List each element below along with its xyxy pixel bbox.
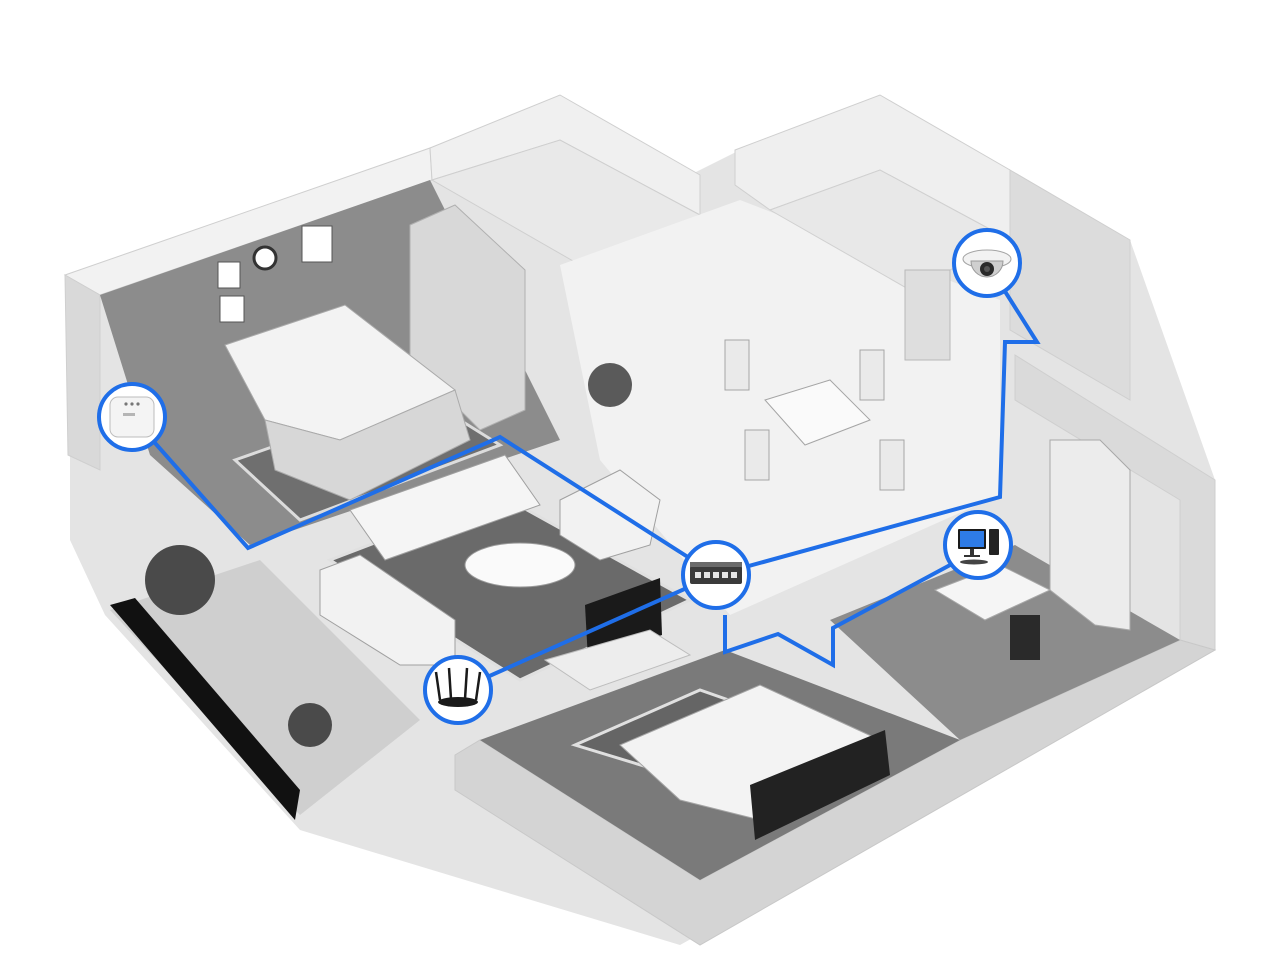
picture-frame — [301, 225, 333, 263]
dining-chair — [879, 439, 905, 491]
dome-camera-node[interactable] — [952, 228, 1022, 298]
apartment-floorplan — [63, 94, 1217, 946]
second-bed-headboard — [750, 730, 890, 840]
desktop-computer-icon — [958, 529, 999, 565]
coffee-table — [464, 542, 576, 588]
link-access-point-to-switch — [130, 415, 718, 577]
link-switch-to-desktop — [723, 548, 979, 669]
sofa-main — [349, 454, 541, 561]
network-links — [130, 261, 1041, 692]
potted-plant — [588, 363, 632, 407]
picture-frame — [217, 261, 241, 289]
dining-chair — [744, 429, 770, 481]
floor-balcony — [110, 560, 420, 815]
access-point-node[interactable] — [97, 382, 167, 452]
link-switch-to-router — [457, 573, 717, 692]
node-ring — [423, 655, 493, 725]
picture-frame — [219, 295, 245, 323]
kitchen-cabinet — [904, 269, 951, 361]
dome-camera-icon — [962, 249, 1012, 278]
study-chair — [1010, 615, 1040, 660]
balcony-tree — [145, 545, 215, 615]
dining-table — [764, 379, 871, 446]
desktop-pc-node[interactable] — [943, 510, 1013, 580]
wall-clock — [252, 245, 278, 271]
balcony-railing — [110, 598, 300, 820]
wifi-router-icon — [434, 667, 482, 707]
master-bed-quilt — [264, 389, 471, 501]
dining-chair — [859, 349, 885, 401]
dining-chair — [724, 339, 750, 391]
poe-switch-node[interactable] — [681, 540, 751, 610]
wall-left — [64, 274, 101, 471]
ceiling-access-point-icon — [109, 396, 155, 438]
tv-stand — [543, 629, 692, 691]
link-camera-to-switch — [715, 261, 1041, 577]
balcony-plant — [288, 703, 332, 747]
network-switch-icon — [690, 562, 742, 584]
wifi-router-node[interactable] — [423, 655, 493, 725]
